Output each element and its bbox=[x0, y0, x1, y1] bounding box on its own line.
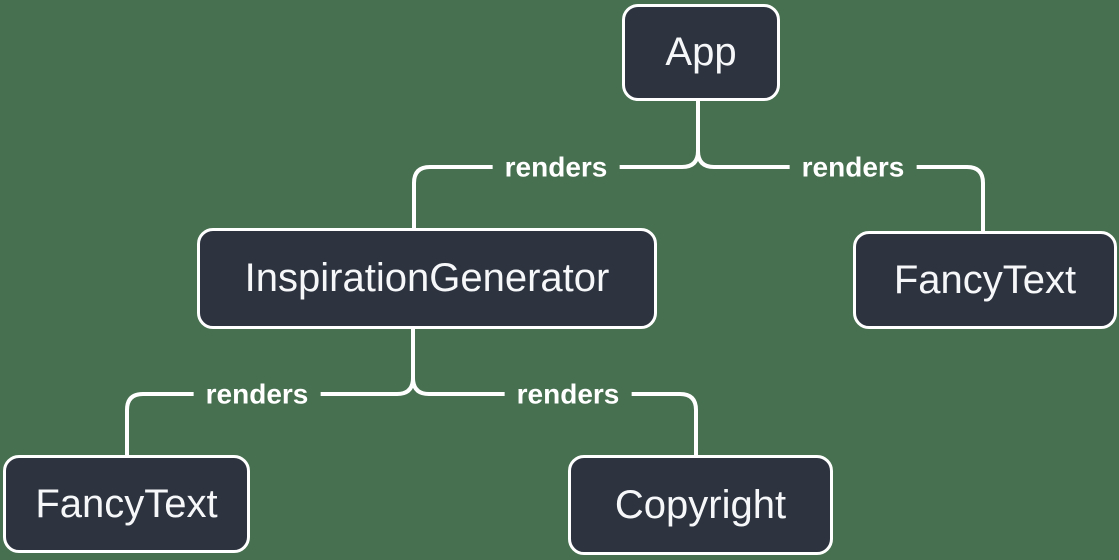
edge-label-renders: renders bbox=[193, 376, 321, 412]
node-app: App bbox=[622, 4, 780, 101]
node-label: Copyright bbox=[614, 482, 787, 527]
node-fancy-text-bottom: FancyText bbox=[3, 455, 250, 553]
node-label: FancyText bbox=[893, 257, 1077, 302]
node-label: FancyText bbox=[35, 481, 218, 526]
edge-label-renders: renders bbox=[504, 376, 632, 412]
node-label: InspirationGenerator bbox=[244, 256, 610, 300]
edge-label-renders: renders bbox=[789, 149, 917, 185]
node-label: App bbox=[665, 30, 737, 74]
node-inspiration-generator: InspirationGenerator bbox=[197, 228, 657, 329]
node-copyright: Copyright bbox=[568, 455, 833, 555]
edge-label-renders: renders bbox=[492, 149, 620, 185]
node-fancy-text-top: FancyText bbox=[853, 231, 1117, 329]
